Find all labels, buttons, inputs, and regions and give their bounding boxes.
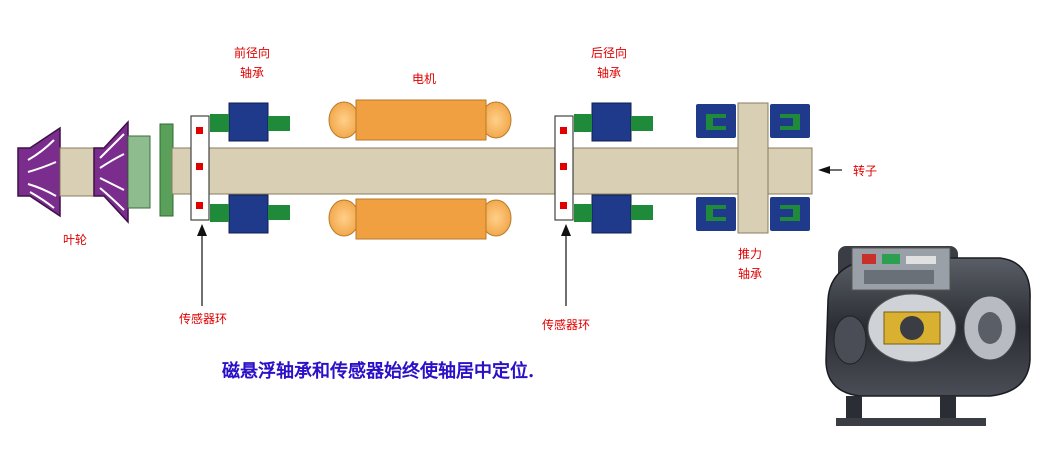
caption: 磁悬浮轴承和传感器始终使轴居中定位. xyxy=(222,361,535,382)
label-impeller: 叶轮 xyxy=(62,233,87,247)
label-sensor-ring-right: 传感器环 xyxy=(541,318,590,332)
motor xyxy=(328,99,512,240)
sensor-ring-left xyxy=(190,115,210,221)
impeller xyxy=(17,120,174,224)
rear-radial-bearing xyxy=(574,102,653,234)
label-thrust-bearing: 推力 轴承 xyxy=(737,247,762,281)
compressor-cutaway-illustration xyxy=(825,246,1031,426)
label-front-radial-bearing: 前径向 轴承 xyxy=(233,46,270,80)
label-rear-radial-bearing: 后径向 轴承 xyxy=(590,46,627,80)
label-rotor: 转子 xyxy=(852,164,877,178)
pointer-arrows xyxy=(197,166,842,306)
rotor-shaft xyxy=(171,147,813,195)
label-sensor-ring-left: 传感器环 xyxy=(178,312,227,326)
label-motor: 电机 xyxy=(411,72,436,86)
sensor-ring-right xyxy=(554,115,574,221)
thrust-bearing xyxy=(696,102,810,234)
front-radial-bearing xyxy=(210,102,290,234)
